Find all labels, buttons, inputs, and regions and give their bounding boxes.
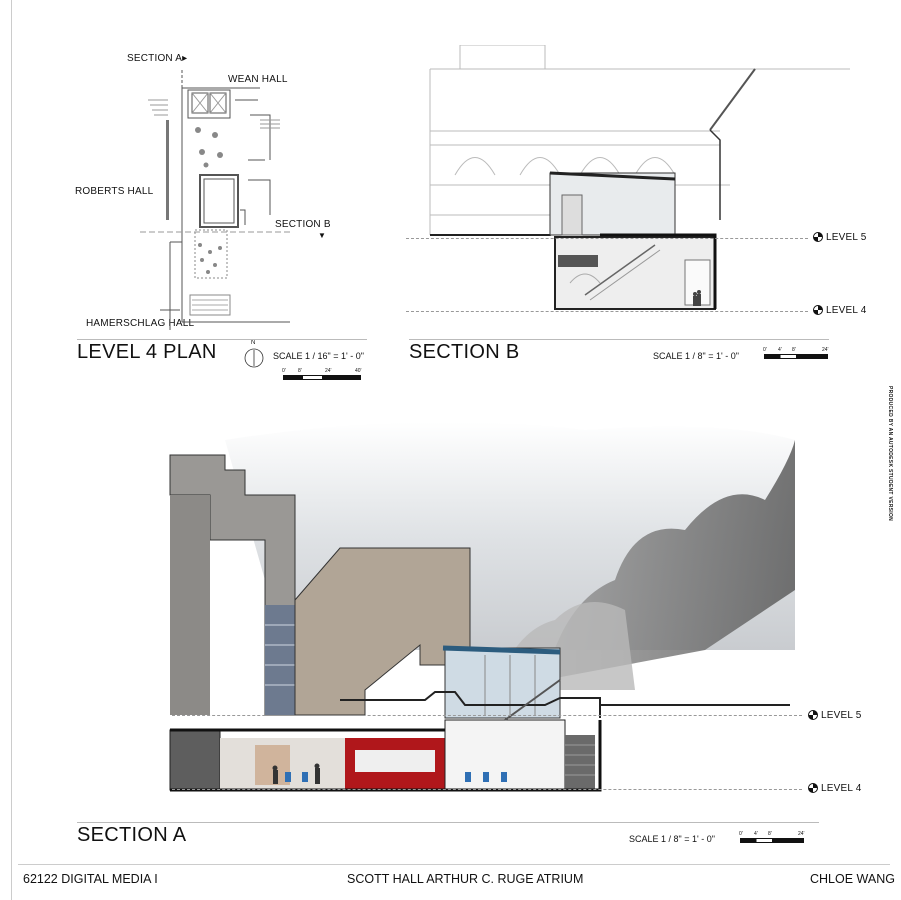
level-marker-icon (813, 305, 823, 316)
footer-rule (18, 864, 890, 865)
north-label: N (251, 340, 256, 346)
footer-project: SCOTT HALL ARTHUR C. RUGE ATRIUM (347, 872, 584, 886)
plan-scale-tick-1: 8' (298, 368, 302, 374)
section-b-level5-label: LEVEL 5 (813, 232, 867, 243)
section-b-title-rule (409, 339, 829, 340)
section-b-scale-tick-1: 4' (778, 347, 782, 353)
plan-label-roberts-hall: ROBERTS HALL (75, 186, 154, 197)
section-a-scale-bar (740, 838, 804, 843)
section-a-level5-label: LEVEL 5 (808, 710, 862, 721)
plan-scale-tick-0: 0' (282, 368, 286, 374)
footer-author: CHLOE WANG (810, 872, 895, 886)
section-b-scale-bar (764, 354, 828, 359)
section-a-rendering (169, 422, 795, 792)
section-a-scale-label: SCALE 1 / 8" = 1' - 0" (629, 834, 715, 844)
page-border-line (11, 0, 12, 900)
section-a-level5-line (172, 715, 802, 716)
level-marker-icon (808, 783, 818, 794)
arrow-down-icon: ▼ (318, 231, 327, 240)
section-b-scale-tick-2: 8' (792, 347, 796, 353)
floor-plan-drawing (140, 68, 290, 330)
section-a-title-rule (77, 822, 819, 823)
footer-course: 62122 DIGITAL MEDIA I (23, 872, 158, 886)
section-b-level4-label: LEVEL 4 (813, 305, 867, 316)
plan-scale-tick-3: 40' (355, 368, 362, 374)
plan-label-hamerschlag-hall: HAMERSCHLAG HALL (86, 318, 195, 329)
section-b-scale-tick-3: 24' (822, 347, 829, 353)
section-b-scale-tick-0: 0' (763, 347, 767, 353)
plan-label-wean-hall: WEAN HALL (228, 74, 288, 85)
section-b-scale-label: SCALE 1 / 8" = 1' - 0" (653, 351, 739, 361)
plan-title: LEVEL 4 PLAN (77, 341, 217, 363)
section-a-scale-tick-3: 24' (798, 831, 805, 837)
section-b-drawing (429, 45, 850, 310)
section-b-level4-line (406, 311, 808, 312)
arrow-right-icon: ▸ (182, 53, 188, 64)
section-a-scale-tick-0: 0' (739, 831, 743, 837)
north-arrow-icon (244, 348, 264, 368)
level-marker-icon (808, 710, 818, 721)
section-b-level5-line (406, 238, 808, 239)
section-a-scale-tick-1: 4' (754, 831, 758, 837)
plan-section-a-marker: SECTION A▸ (127, 53, 188, 64)
plan-scale-bar (283, 375, 361, 380)
plan-section-b-marker: SECTION B▼ (275, 219, 331, 240)
side-note: PRODUCED BY AN AUTODESK STUDENT VERSION (887, 386, 893, 522)
plan-scale-label: SCALE 1 / 16" = 1' - 0" (273, 351, 364, 361)
level-marker-icon (813, 232, 823, 243)
section-b-title: SECTION B (409, 341, 520, 363)
section-a-title: SECTION A (77, 824, 187, 846)
plan-scale-tick-2: 24' (325, 368, 332, 374)
section-a-scale-tick-2: 8' (768, 831, 772, 837)
plan-title-rule (77, 339, 367, 340)
section-a-level4-label: LEVEL 4 (808, 783, 862, 794)
section-a-level4-line (172, 789, 802, 790)
